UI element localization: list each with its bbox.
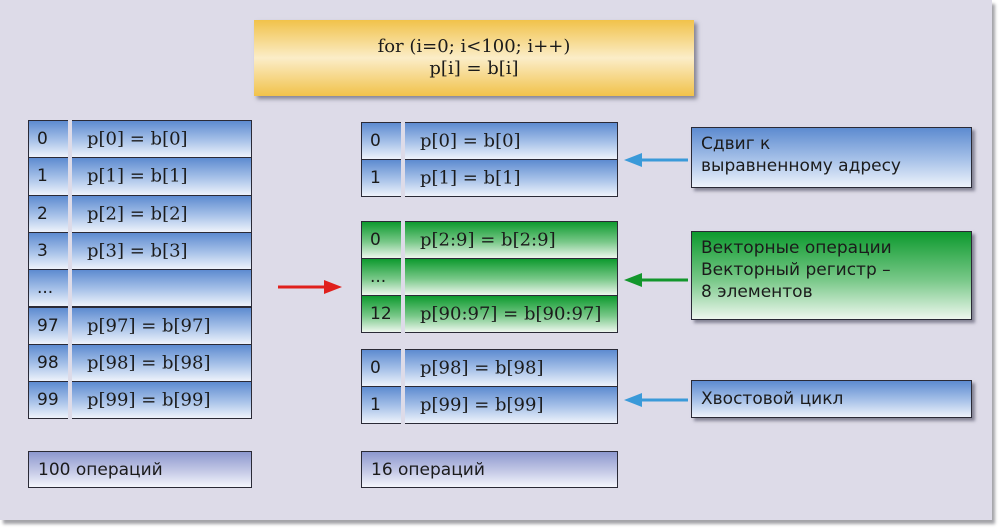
row-expression: p[0] = b[0]	[87, 128, 188, 150]
row-index: 1	[370, 395, 381, 415]
row-expression: p[1] = b[1]	[87, 165, 188, 187]
table-row: 1 p[1] = b[1]	[28, 157, 252, 196]
tail-line-1: Хвостовой цикл	[701, 389, 844, 409]
row-expression: p[90:97] = b[90:97]	[420, 303, 602, 325]
vector-op-count: 16 операций	[371, 459, 485, 480]
row-expression: p[97] = b[97]	[87, 315, 211, 337]
column-divider	[401, 219, 405, 336]
alignment-line-2: выравненному адресу	[701, 156, 901, 176]
row-index: 0	[370, 230, 381, 250]
table-row: 3 p[3] = b[3]	[28, 231, 252, 271]
column-divider	[401, 347, 405, 427]
row-index: 1	[37, 166, 48, 187]
vector-op-count-box: 16 операций	[361, 451, 618, 488]
row-expression: p[98] = b[98]	[87, 352, 211, 374]
row-expression: p[98] = b[98]	[420, 357, 544, 379]
scalar-op-count-box: 100 операций	[28, 451, 252, 488]
row-index: 3	[37, 241, 48, 262]
arrows-layer	[278, 153, 688, 407]
scalar-op-count: 100 операций	[38, 459, 163, 480]
row-expression: p[3] = b[3]	[87, 240, 188, 262]
row-expression: p[1] = b[1]	[420, 167, 521, 189]
table-row: 99 p[99] = b[99]	[28, 381, 252, 420]
column-divider	[401, 120, 405, 200]
row-index: 0	[37, 129, 48, 150]
table-row: 2 p[2] = b[2]	[28, 194, 252, 233]
loop-body-line: p[i] = b[i]	[429, 58, 519, 79]
vector-line-3: 8 элементов	[701, 282, 813, 302]
table-row: 98 p[98] = b[98]	[28, 343, 252, 383]
tail-annotation: Хвостовой цикл	[691, 380, 972, 418]
table-row: ...	[28, 269, 252, 308]
row-index: 2	[37, 203, 48, 224]
row-expression: p[99] = b[99]	[87, 389, 211, 411]
row-index: 0	[370, 358, 381, 378]
alignment-annotation: Сдвиг к выравненному адресу	[691, 127, 972, 188]
row-expression: p[2] = b[2]	[87, 203, 188, 225]
row-expression: p[99] = b[99]	[420, 394, 544, 416]
row-index: 98	[37, 352, 59, 373]
loop-code-box: for (i=0; i<100; i++) p[i] = b[i]	[254, 20, 694, 96]
row-index: 1	[370, 168, 381, 188]
transform-arrow	[278, 280, 342, 294]
alignment-line-1: Сдвиг к	[701, 134, 771, 154]
row-index: 0	[370, 131, 381, 151]
row-index: 12	[370, 304, 392, 324]
vector-annotation: Векторные операции Векторный регистр – 8…	[691, 231, 972, 320]
diagram-canvas: for (i=0; i<100; i++) p[i] = b[i] 0 p[0] …	[0, 0, 992, 520]
row-index: ...	[37, 278, 54, 299]
table-row: 0 p[0] = b[0]	[28, 120, 252, 159]
vector-line-2: Векторный регистр –	[701, 260, 891, 280]
table-row: 97 p[97] = b[97]	[28, 306, 252, 345]
vector-arrow	[624, 273, 688, 287]
row-index: 97	[37, 315, 59, 336]
column-divider	[68, 118, 72, 423]
row-index: 99	[37, 390, 59, 411]
alignment-arrow	[624, 153, 688, 167]
vector-line-1: Векторные операции	[701, 238, 892, 258]
row-expression: p[2:9] = b[2:9]	[420, 229, 556, 251]
row-expression: p[0] = b[0]	[420, 130, 521, 152]
tail-arrow	[624, 393, 688, 407]
row-index: ...	[370, 267, 387, 287]
loop-header-line: for (i=0; i<100; i++)	[377, 36, 571, 57]
